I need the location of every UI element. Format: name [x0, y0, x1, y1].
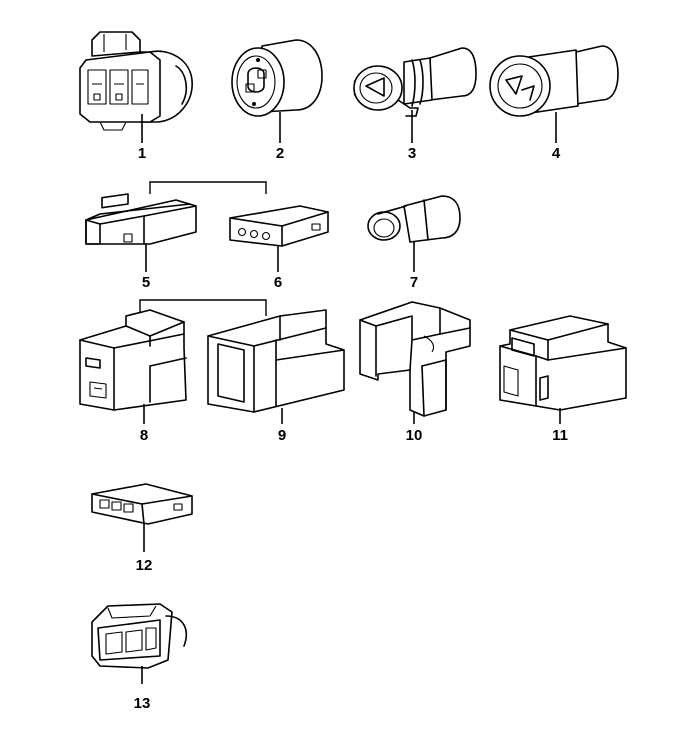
part-4-drawing — [489, 45, 619, 117]
part-2-drawing — [231, 39, 323, 117]
part-3-label: 3 — [408, 145, 416, 162]
part-8-label: 8 — [140, 427, 148, 444]
group-bracket-5-6 — [149, 181, 267, 194]
part-12-label: 12 — [136, 557, 153, 574]
part-5-label: 5 — [142, 274, 150, 291]
part-4-label: 4 — [552, 145, 561, 162]
part-8-drawing — [79, 309, 187, 411]
part-9-drawing — [207, 309, 345, 413]
group-bracket-8-9 — [139, 299, 267, 316]
part-10-label: 10 — [406, 427, 423, 444]
part-13-drawing — [91, 603, 188, 669]
part-7-drawing — [367, 195, 461, 243]
part-12-drawing — [91, 483, 193, 525]
part-10-drawing — [359, 301, 471, 417]
part-13-label: 13 — [134, 695, 151, 712]
part-3-drawing — [353, 47, 477, 117]
part-6-drawing — [229, 205, 329, 247]
part-1-label: 1 — [138, 145, 146, 162]
part-2-label: 2 — [276, 145, 284, 162]
part-5-drawing — [85, 193, 197, 245]
part-1-drawing — [79, 31, 193, 131]
part-9-label: 9 — [278, 427, 286, 444]
part-6-label: 6 — [274, 274, 282, 291]
part-11-drawing — [499, 315, 627, 411]
part-11-label: 11 — [552, 427, 568, 444]
part-7-label: 7 — [410, 274, 418, 291]
